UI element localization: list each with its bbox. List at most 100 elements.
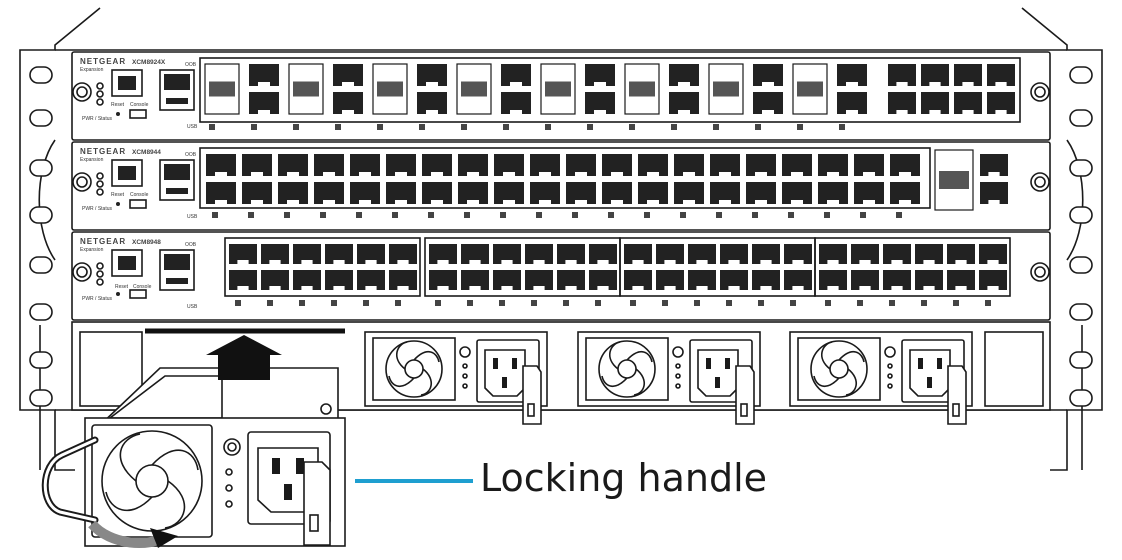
rj45-port — [357, 270, 385, 290]
rj45-port — [883, 244, 911, 264]
port-arrays — [199, 57, 1021, 306]
switch-2-reset-label: Reset — [111, 192, 125, 198]
mounting-hole-icon — [29, 109, 53, 127]
switch-1-model: XCM8924X — [132, 59, 166, 66]
mounting-hole-icon — [1069, 389, 1093, 407]
mounting-hole-icon — [1069, 206, 1093, 224]
switch-3-reset-label: Reset — [115, 284, 129, 290]
rj45-port — [818, 154, 848, 176]
rj45-port — [461, 270, 489, 290]
switch-2-pwr-label: PWR / Status — [82, 206, 113, 212]
rj45-port — [389, 244, 417, 264]
switch-1-expansion-label: Expansion — [80, 67, 104, 73]
rj45-port — [494, 182, 524, 204]
rj45-port — [566, 154, 596, 176]
up-arrow-icon — [206, 335, 282, 380]
switch-1-reset-label: Reset — [111, 102, 125, 108]
switch-1-ports — [199, 57, 1021, 130]
rj45-port — [915, 244, 943, 264]
oob-port — [164, 254, 190, 270]
switch-2-console-label: Console — [130, 192, 149, 198]
switch-3-usb-label: USB — [187, 304, 198, 310]
rj45-port — [818, 182, 848, 204]
rj45-port — [915, 270, 943, 290]
switch-2-mgmt — [72, 159, 1050, 209]
rj45-port — [688, 270, 716, 290]
locking-handle-callout: Locking handle — [355, 456, 767, 500]
rj45-port — [278, 182, 308, 204]
rj45-port — [386, 154, 416, 176]
rj45-port — [585, 64, 615, 86]
rj45-port — [674, 182, 704, 204]
rj45-port — [602, 182, 632, 204]
rj45-port — [987, 64, 1015, 86]
callout-label: Locking handle — [480, 456, 767, 500]
rj45-port — [493, 244, 521, 264]
rj45-port — [557, 270, 585, 290]
rj45-port — [422, 182, 452, 204]
mounting-hole-icon — [29, 66, 53, 84]
switch-3-oob-label: OOB — [185, 242, 197, 248]
rj45-port — [784, 270, 812, 290]
rj45-port — [784, 244, 812, 264]
rj45-port — [261, 244, 289, 264]
rj45-port — [242, 154, 272, 176]
rj45-port — [589, 244, 617, 264]
rj45-port — [458, 154, 488, 176]
rj45-port — [980, 182, 1008, 204]
rj45-port — [746, 154, 776, 176]
switch-3-brand: NETGEAR — [80, 237, 126, 246]
switch-3-ports — [224, 237, 1011, 306]
fan-icon — [91, 424, 213, 538]
rj45-port — [314, 154, 344, 176]
oob-port — [164, 164, 190, 180]
switch-2-oob-label: OOB — [185, 152, 197, 158]
mounting-hole-icon — [29, 303, 53, 321]
switch-3-model: XCM8948 — [132, 239, 161, 246]
console-port — [111, 69, 143, 97]
rj45-port — [350, 182, 380, 204]
rj45-port — [753, 64, 783, 86]
rj45-port — [921, 64, 949, 86]
rj45-port — [461, 244, 489, 264]
rj45-port — [710, 154, 740, 176]
rj45-port — [278, 154, 308, 176]
rj45-port — [530, 154, 560, 176]
rj45-port — [458, 182, 488, 204]
rj45-port — [851, 244, 879, 264]
rj45-port — [954, 92, 982, 114]
rj45-port — [954, 64, 982, 86]
rj45-port — [710, 182, 740, 204]
rj45-port — [979, 244, 1007, 264]
usb-port — [166, 278, 188, 284]
mounting-hole-icon — [1069, 66, 1093, 84]
rj45-port — [602, 154, 632, 176]
rj45-port — [947, 270, 975, 290]
rj45-port — [249, 64, 279, 86]
switch-1-usb-label: USB — [187, 124, 198, 130]
mounting-hole-icon — [29, 351, 53, 369]
rj45-port — [350, 154, 380, 176]
rj45-port — [429, 244, 457, 264]
mounting-hole-icon — [1069, 256, 1093, 274]
fan-icon — [810, 340, 868, 398]
rj45-port — [314, 182, 344, 204]
rj45-port — [293, 270, 321, 290]
power-inlet-icon — [689, 339, 753, 403]
rj45-port — [493, 270, 521, 290]
rj45-port — [389, 270, 417, 290]
rj45-port — [417, 64, 447, 86]
rj45-port — [979, 270, 1007, 290]
rj45-port — [669, 92, 699, 114]
mounting-hole-icon — [1069, 109, 1093, 127]
mounting-holes — [29, 66, 1093, 407]
rj45-port — [669, 64, 699, 86]
rj45-port — [501, 64, 531, 86]
mounting-hole-icon — [1069, 303, 1093, 321]
mounting-hole-icon — [29, 159, 53, 177]
locking-handle — [522, 365, 542, 425]
rj45-port — [987, 92, 1015, 114]
rj45-port — [837, 64, 867, 86]
switch-2-usb-label: USB — [187, 214, 198, 220]
rj45-port — [624, 244, 652, 264]
